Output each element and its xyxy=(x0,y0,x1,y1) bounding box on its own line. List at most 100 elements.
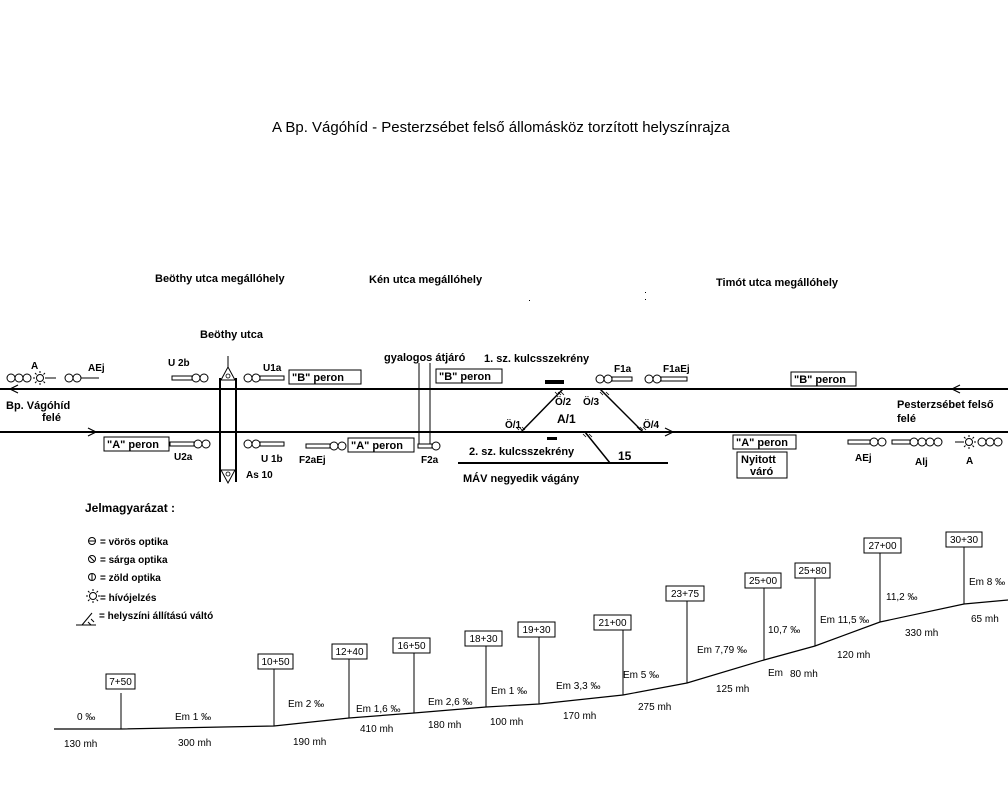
gradient-label: Em 1 ‰ xyxy=(491,686,527,697)
gradient-label: Em 1,6 ‰ xyxy=(356,704,400,715)
legend-green: = zöld optika xyxy=(100,573,161,584)
platform-b-right: "B" peron xyxy=(790,371,857,387)
svg-text:"B" peron: "B" peron xyxy=(439,371,491,383)
legend-title: Jelmagyarázat : xyxy=(85,501,175,515)
chainage-label: 25+80 xyxy=(798,566,827,577)
upper-track xyxy=(0,384,1008,394)
signal-U1b-icon xyxy=(243,439,285,449)
chainage-label: 12+40 xyxy=(335,647,364,658)
signal-F1a-label: F1a xyxy=(614,364,632,375)
signal-U2a-icon xyxy=(169,439,211,449)
gradient-label: 11,2 ‰ xyxy=(886,592,918,603)
open-waiting-room: Nyitott váró xyxy=(736,451,788,479)
gradient-label: Em 1 ‰ xyxy=(175,712,211,723)
left-direction-line2: felé xyxy=(42,412,61,424)
legend-yellow: = sárga optika xyxy=(100,555,168,566)
signal-AEj-right-label: AEj xyxy=(855,453,872,464)
length-label: 125 mh xyxy=(716,684,749,695)
green-optic-icon xyxy=(88,573,96,581)
chainage-label: 23+75 xyxy=(671,589,700,600)
length-label: 330 mh xyxy=(905,628,938,639)
signal-U1a-icon xyxy=(243,373,285,383)
track-15-label: 15 xyxy=(618,449,632,463)
chainage-box xyxy=(593,614,632,631)
hand-switch-icon xyxy=(515,391,647,438)
signal-U1a-label: U1a xyxy=(263,363,282,374)
gradient-label: Em 3,3 ‰ xyxy=(556,681,600,692)
chainage-box xyxy=(517,621,556,638)
stop-ken: Kén utca megállóhely xyxy=(369,274,483,286)
length-label: 80 mh xyxy=(790,669,818,680)
signal-Alj-icon xyxy=(891,437,943,447)
chainage-box xyxy=(464,630,503,647)
signal-U2b-label: U 2b xyxy=(168,358,190,369)
arrow-left-icon xyxy=(8,384,19,394)
platform-b-mid: "B" peron xyxy=(435,368,503,384)
platform-b-left: "B" peron xyxy=(288,369,362,385)
gradient-profile: 7+5010+5012+4016+5018+3019+3021+0023+752… xyxy=(54,531,1008,750)
signal-F2a-label: F2a xyxy=(421,455,439,466)
svg-text:"A" peron: "A" peron xyxy=(351,440,403,452)
chainage-box xyxy=(105,673,136,690)
chainage-label: 7+50 xyxy=(109,677,132,688)
arrow-right-icon xyxy=(87,427,98,437)
signal-A-left-icon xyxy=(6,371,56,385)
length-label: 300 mh xyxy=(178,738,211,749)
chainage-label: 30+30 xyxy=(950,535,979,546)
chainage-box xyxy=(257,653,294,670)
platform-a-right: "A" peron xyxy=(732,434,797,450)
pedestrian-crossing xyxy=(418,363,431,447)
gradient-label: Em 5 ‰ xyxy=(623,670,659,681)
legend-switch: = helyszíni állítású váltó xyxy=(99,611,213,622)
yellow-optic-icon xyxy=(88,555,96,563)
hand-switch-legend-icon xyxy=(76,612,96,626)
signal-F2aEj-label: F2aEj xyxy=(299,455,326,466)
length-label: 180 mh xyxy=(428,720,461,731)
signal-F1aEj-icon xyxy=(644,374,688,384)
chainage-box xyxy=(392,637,431,654)
chainage-label: 25+00 xyxy=(749,576,778,587)
barrier-down-icon xyxy=(220,469,236,485)
chainage-box xyxy=(665,585,705,602)
signal-heads xyxy=(6,371,1003,451)
gradient-label: Em 7,79 ‰ xyxy=(697,645,747,656)
gradient-label: Em xyxy=(768,668,783,679)
gradient-label: 0 ‰ xyxy=(77,712,95,723)
length-label: 190 mh xyxy=(293,737,326,748)
arrow-right-icon xyxy=(664,427,675,437)
lower-track xyxy=(0,427,1008,437)
signal-F2aEj-icon xyxy=(305,441,347,451)
left-direction-line1: Bp. Vágóhíd xyxy=(6,400,70,412)
call-signal-icon xyxy=(86,589,100,603)
platform-a-left: "A" peron xyxy=(103,436,170,452)
gradient-label: 10,7 ‰ xyxy=(768,625,800,636)
legend: Jelmagyarázat : = vörös optika = sárga o… xyxy=(76,501,213,626)
right-direction-line1: Pesterzsébet felső xyxy=(897,399,994,411)
svg-text:Nyitott: Nyitott xyxy=(741,454,776,466)
switch-o1: Ö/1 xyxy=(505,418,522,431)
right-direction-line2: felé xyxy=(897,413,916,425)
length-label: 170 mh xyxy=(563,711,596,722)
svg-text:"B" peron: "B" peron xyxy=(292,372,344,384)
beothy-street-road xyxy=(219,356,237,485)
length-label: 130 mh xyxy=(64,739,97,750)
switch-o4: Ö/4 xyxy=(643,418,660,431)
signal-Alj-label: Alj xyxy=(915,457,928,468)
signal-F1a-icon xyxy=(595,374,633,384)
gradient-label: Em 2 ‰ xyxy=(288,699,324,710)
stop-beothy: Beöthy utca megállóhely xyxy=(155,273,285,285)
mav-track-label: MÁV negyedik vágány xyxy=(463,472,580,485)
signal-A-right-label: A xyxy=(966,456,973,467)
stop-timot: Timót utca megállóhely xyxy=(716,277,839,289)
chainage-label: 27+00 xyxy=(868,541,897,552)
chainage-box xyxy=(794,562,831,579)
svg-text:"A" peron: "A" peron xyxy=(736,437,788,449)
signal-AEj-left-label: AEj xyxy=(88,363,105,374)
length-label: 275 mh xyxy=(638,702,671,713)
signal-U2a-label: U2a xyxy=(174,452,193,463)
signal-As10-label: As 10 xyxy=(246,470,273,481)
chainage-box xyxy=(331,643,368,660)
signal-U2b-icon xyxy=(171,373,209,383)
legend-call: = hívójelzés xyxy=(100,593,157,604)
